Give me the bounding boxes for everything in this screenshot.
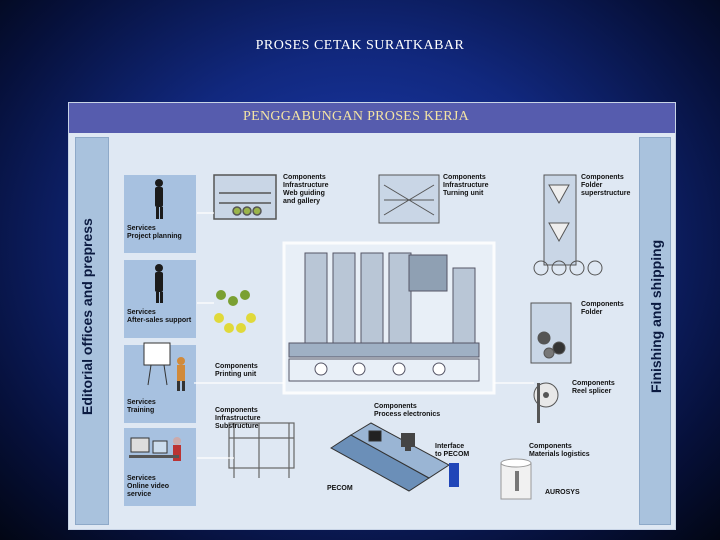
- panel-header: [69, 103, 675, 133]
- pc-tower-icon: [449, 463, 459, 487]
- folder-superstructure-illustration: [533, 174, 603, 276]
- diagram-panel: PENGGABUNGAN PROSES KERJA Editorial offi…: [68, 102, 676, 530]
- pecom-console-illustration: [330, 422, 450, 492]
- slide-title: PROSES CETAK SURATKABAR: [255, 38, 465, 53]
- label-aurosys: AUROSYS: [545, 489, 580, 496]
- web-guiding-illustration: [213, 174, 277, 220]
- printing-unit-illustration: [214, 290, 256, 333]
- folder-illustration: [530, 302, 572, 364]
- turning-unit-illustration: [378, 174, 440, 224]
- person-icon-planning: [155, 179, 163, 219]
- panel-title: PENGGABUNGAN PROSES KERJA: [243, 109, 470, 124]
- press-line-illustration: [129, 174, 603, 500]
- label-pecom: PECOM: [327, 485, 353, 492]
- press-towers-illustration: [288, 252, 480, 382]
- materials-logistics-illustration: [500, 458, 532, 500]
- person-icon-support: [155, 264, 163, 303]
- connector-lines: [194, 212, 534, 459]
- training-board-icon: [143, 342, 185, 391]
- video-service-icon: [129, 437, 181, 461]
- left-band: [75, 137, 109, 525]
- right-band: [639, 137, 671, 525]
- reel-splicer-illustration: [533, 382, 559, 423]
- monitor-icon: [401, 433, 415, 451]
- substructure-illustration: [228, 422, 295, 478]
